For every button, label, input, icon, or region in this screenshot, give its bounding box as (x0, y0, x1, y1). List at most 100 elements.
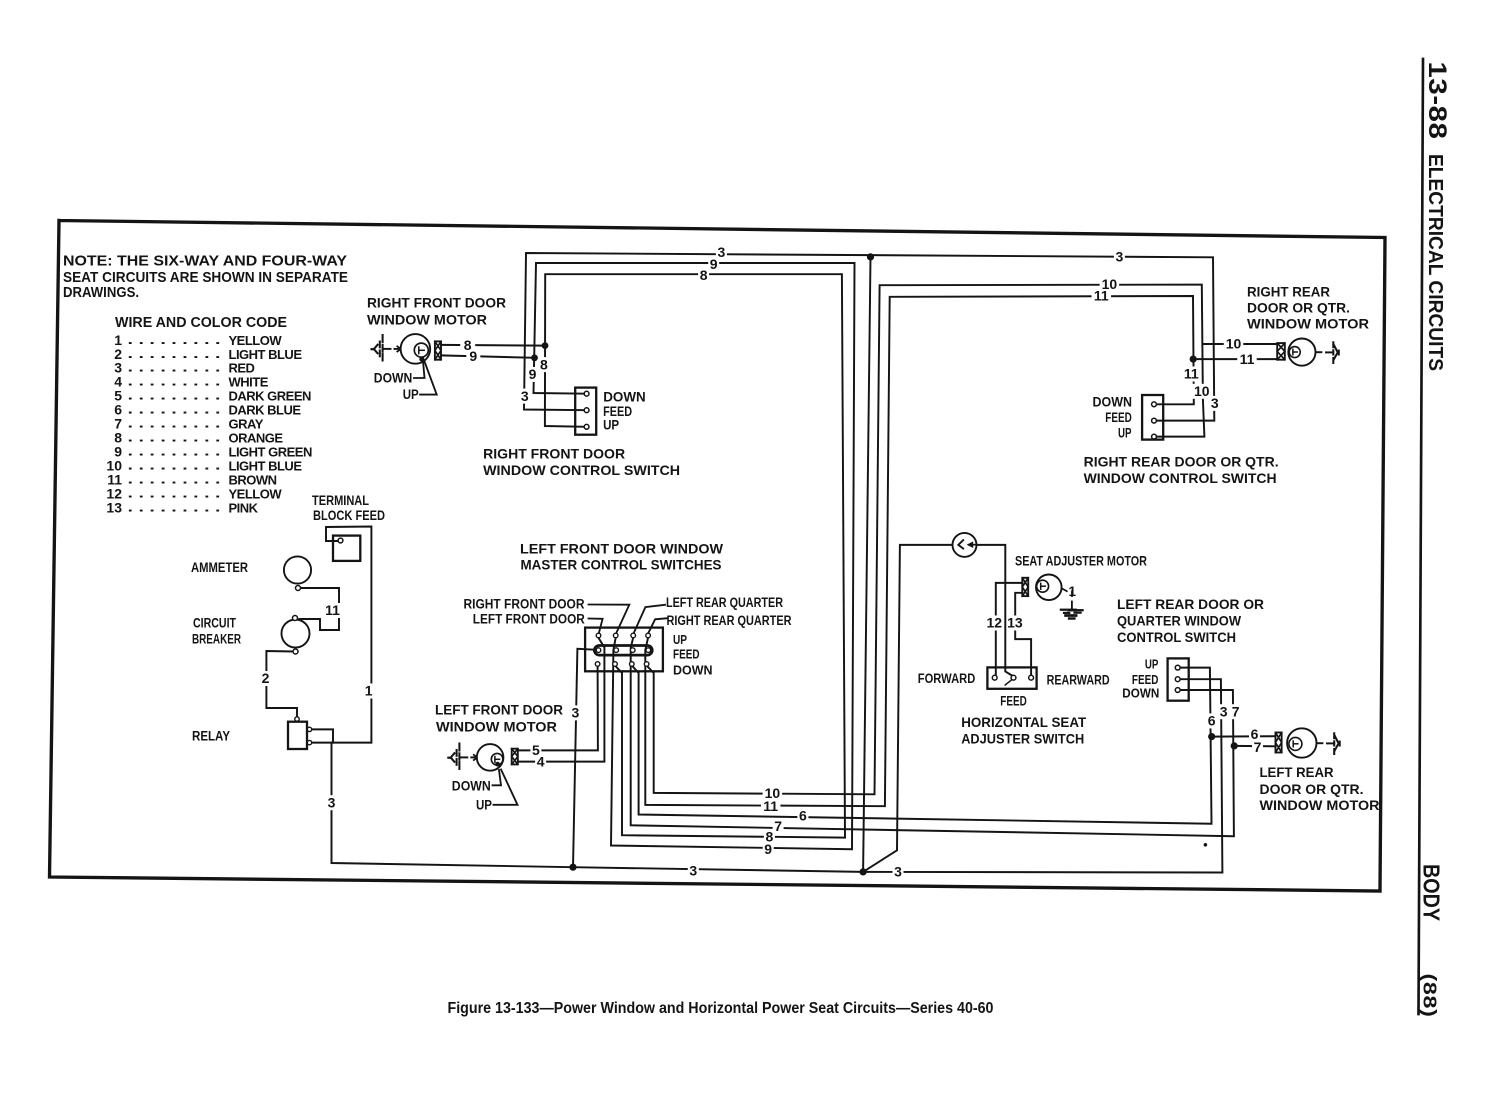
svg-text:3: 3 (1211, 395, 1219, 411)
svg-text:DOWN: DOWN (374, 370, 413, 385)
svg-text:4: 4 (114, 374, 122, 390)
svg-text:11: 11 (1240, 351, 1255, 367)
svg-text:RELAY: RELAY (192, 729, 230, 744)
svg-text:7: 7 (1254, 739, 1262, 755)
svg-text:1: 1 (114, 332, 122, 348)
svg-text:3: 3 (1116, 248, 1124, 264)
svg-text:UP: UP (476, 797, 492, 812)
svg-text:WINDOW MOTOR: WINDOW MOTOR (367, 312, 487, 328)
svg-text:. . . . . . . . .: . . . . . . . . . (128, 402, 221, 417)
svg-text:CIRCUIT: CIRCUIT (193, 616, 237, 631)
svg-text:REARWARD: REARWARD (1047, 672, 1110, 687)
svg-text:. . . . . . . . .: . . . . . . . . . (128, 499, 221, 514)
svg-text:. . . . . . . . .: . . . . . . . . . (128, 485, 221, 500)
svg-text:ORANGE: ORANGE (229, 431, 284, 446)
svg-text:8: 8 (766, 829, 774, 845)
svg-text:3: 3 (114, 360, 122, 376)
svg-text:FEED: FEED (1132, 672, 1159, 687)
svg-text:UP: UP (1145, 657, 1159, 672)
svg-text:WINDOW CONTROL SWITCH: WINDOW CONTROL SWITCH (1084, 470, 1277, 486)
svg-text:CONTROL SWITCH: CONTROL SWITCH (1117, 629, 1236, 645)
svg-text:8: 8 (540, 356, 548, 372)
svg-text:ELECTRICAL CIRCUITS: ELECTRICAL CIRCUITS (1424, 154, 1446, 371)
svg-text:MASTER CONTROL SWITCHES: MASTER CONTROL SWITCHES (521, 557, 722, 573)
svg-text:9: 9 (764, 841, 772, 857)
svg-text:SEAT CIRCUITS ARE SHOWN IN: SEAT CIRCUITS ARE SHOWN IN SEPARATE (63, 269, 348, 286)
svg-text:LEFT FRONT DOOR WINDOW: LEFT FRONT DOOR WINDOW (520, 540, 724, 556)
svg-text:6: 6 (114, 402, 122, 418)
svg-text:3: 3 (689, 863, 697, 879)
svg-text:2: 2 (114, 346, 122, 362)
svg-text:8: 8 (700, 267, 708, 283)
svg-text:11: 11 (763, 798, 778, 814)
svg-text:RIGHT REAR QUARTER: RIGHT REAR QUARTER (667, 613, 792, 628)
svg-text:5: 5 (532, 742, 540, 758)
svg-text:. . . . . . . . .: . . . . . . . . . (128, 374, 221, 389)
svg-text:3: 3 (1220, 703, 1228, 719)
svg-text:WIRE AND COLOR CODE: WIRE AND COLOR CODE (115, 315, 287, 331)
svg-text:6: 6 (1208, 713, 1216, 729)
svg-text:10: 10 (765, 785, 781, 801)
svg-text:LIGHT GREEN: LIGHT GREEN (229, 445, 312, 460)
svg-text:LEFT REAR: LEFT REAR (1260, 764, 1334, 780)
svg-text:LEFT FRONT DOOR: LEFT FRONT DOOR (435, 702, 563, 718)
svg-text:10: 10 (1102, 276, 1118, 292)
svg-text:9: 9 (529, 366, 537, 382)
svg-text:YELLOW: YELLOW (229, 486, 283, 501)
svg-text:GRAY: GRAY (229, 417, 264, 432)
svg-text:DOWN: DOWN (1093, 395, 1133, 410)
svg-text:LEFT REAR QUARTER: LEFT REAR QUARTER (666, 595, 783, 610)
svg-text:1: 1 (365, 683, 373, 699)
svg-text:10: 10 (106, 458, 122, 474)
svg-text:LEFT REAR DOOR OR: LEFT REAR DOOR OR (1117, 596, 1264, 612)
svg-text:1: 1 (1069, 584, 1077, 599)
svg-text:BREAKER: BREAKER (192, 632, 241, 647)
svg-text:PINK: PINK (229, 500, 259, 515)
svg-text:AMMETER: AMMETER (191, 560, 248, 575)
svg-text:LIGHT BLUE: LIGHT BLUE (229, 459, 303, 474)
svg-text:FEED: FEED (603, 403, 632, 419)
svg-text:BODY: BODY (1419, 864, 1445, 921)
svg-text:11: 11 (107, 472, 122, 488)
svg-text:FEED: FEED (673, 646, 700, 661)
svg-text:WINDOW CONTROL SWITCH: WINDOW CONTROL SWITCH (483, 462, 680, 478)
svg-text:10: 10 (1194, 383, 1210, 399)
svg-text:RED: RED (229, 361, 255, 376)
svg-text:. . . . . . . . .: . . . . . . . . . (128, 332, 221, 347)
svg-text:WINDOW MOTOR: WINDOW MOTOR (1260, 797, 1380, 813)
svg-text:FORWARD: FORWARD (918, 671, 976, 686)
svg-text:4: 4 (537, 753, 545, 769)
svg-text:RIGHT REAR DOOR OR QTR.: RIGHT REAR DOOR OR QTR. (1084, 454, 1279, 470)
svg-text:10: 10 (1226, 336, 1242, 352)
svg-text:WHITE: WHITE (229, 375, 269, 390)
svg-text:RIGHT FRONT DOOR: RIGHT FRONT DOOR (464, 596, 585, 611)
svg-text:DOOR OR QTR.: DOOR OR QTR. (1247, 300, 1350, 316)
svg-text:9: 9 (469, 348, 477, 364)
svg-text:DOWN: DOWN (452, 779, 491, 794)
svg-text:11: 11 (1094, 288, 1109, 304)
svg-text:UP: UP (403, 387, 419, 402)
svg-text:9: 9 (710, 256, 718, 272)
svg-text:. . . . . . . . .: . . . . . . . . . (128, 430, 221, 445)
svg-text:DRAWINGS.: DRAWINGS. (63, 284, 139, 301)
svg-text:7: 7 (1232, 703, 1240, 719)
svg-text:FEED: FEED (1105, 410, 1132, 425)
svg-text:RIGHT FRONT DOOR: RIGHT FRONT DOOR (367, 295, 506, 311)
svg-text:11: 11 (325, 602, 340, 618)
svg-text:3: 3 (328, 794, 336, 810)
svg-text:DARK BLUE: DARK BLUE (229, 403, 302, 418)
svg-text:Figure 13-133—Power Window and: Figure 13-133—Power Window and Horizonta… (448, 1000, 994, 1017)
svg-text:3: 3 (572, 705, 580, 721)
svg-text:. . . . . . . . .: . . . . . . . . . (128, 360, 221, 375)
svg-text:UP: UP (1118, 425, 1132, 440)
svg-text:8: 8 (464, 337, 472, 353)
svg-text:BROWN: BROWN (229, 473, 277, 488)
svg-text:12: 12 (987, 615, 1003, 631)
svg-text:LEFT FRONT DOOR: LEFT FRONT DOOR (473, 611, 585, 626)
svg-text:13: 13 (1007, 615, 1023, 631)
svg-text:YELLOW: YELLOW (229, 333, 283, 348)
svg-text:7: 7 (774, 818, 782, 834)
svg-text:WINDOW MOTOR: WINDOW MOTOR (436, 719, 557, 735)
svg-text:DOOR OR QTR.: DOOR OR QTR. (1260, 781, 1364, 797)
svg-text:NOTE: THE SIX-WAY AND FOUR: NOTE: THE SIX-WAY AND FOUR-WAY (63, 253, 347, 270)
